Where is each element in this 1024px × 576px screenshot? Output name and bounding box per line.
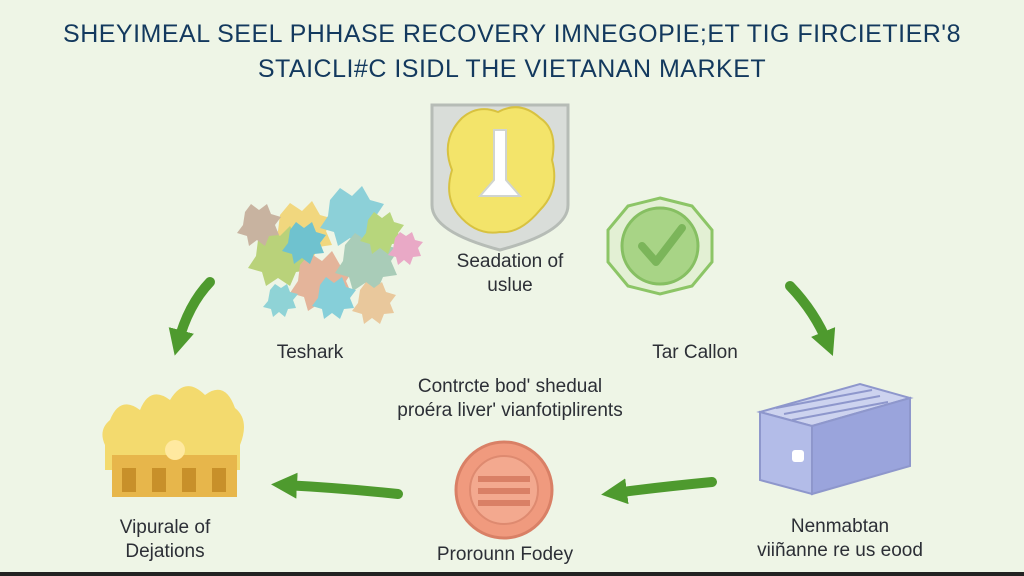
arrow-right-down bbox=[785, 281, 836, 357]
diagram-title-line1: SHEYIMEAL SEEL PHHASE RECOVERY IMNEGOPIE… bbox=[63, 20, 961, 48]
node-right-line1: Tar Callon bbox=[652, 342, 738, 363]
node-label-bottom-left: Vipurale of Dejations bbox=[90, 516, 240, 564]
node-bottom-right-line1: Nenmabtan bbox=[790, 516, 890, 537]
node-top-line1: Seadation of bbox=[456, 251, 564, 272]
node-center-line2: proéra liver' vianfotiplirents bbox=[397, 400, 623, 421]
cycle-arrows bbox=[168, 277, 836, 505]
node-top-line2: uslue bbox=[487, 275, 533, 296]
node-bottom-right-line2: viiñanne re us eood bbox=[757, 540, 923, 561]
node-bottom-center-line1: Prorounn Fodey bbox=[436, 544, 574, 565]
node-label-bottom-center: Prorounn Fodey bbox=[410, 543, 600, 567]
node-bottom-left-line2: Dejations bbox=[125, 541, 205, 562]
node-center-line1: Contrcte bod' shedual bbox=[417, 376, 603, 397]
arrow-left-down bbox=[168, 277, 215, 356]
arrow-bottom-right-to-center bbox=[601, 477, 717, 505]
check-badge-icon bbox=[606, 196, 714, 296]
industry-fire-icon bbox=[102, 386, 244, 497]
node-label-bottom-right: Nenmabtan viiñanne re us eood bbox=[720, 515, 960, 563]
node-label-top: Seadation of uslue bbox=[430, 250, 590, 298]
coin-icon bbox=[454, 440, 554, 540]
shield-icon bbox=[430, 103, 570, 252]
diagram-title-line2: STAICLI#C ISIDL THE VIETANAN MARKET bbox=[257, 55, 767, 83]
node-left-line1: Teshark bbox=[276, 342, 344, 363]
server-box-icon bbox=[756, 382, 914, 496]
node-label-left: Teshark bbox=[240, 341, 380, 365]
bottom-edge-bar bbox=[0, 572, 1024, 576]
puzzle-cluster-icon bbox=[237, 186, 423, 324]
node-bottom-left-line1: Vipurale of bbox=[119, 517, 211, 538]
node-label-right: Tar Callon bbox=[620, 341, 770, 365]
arrow-bottom-center-to-left bbox=[271, 472, 403, 499]
node-label-center: Contrcte bod' shedual proéra liver' vian… bbox=[330, 375, 690, 423]
